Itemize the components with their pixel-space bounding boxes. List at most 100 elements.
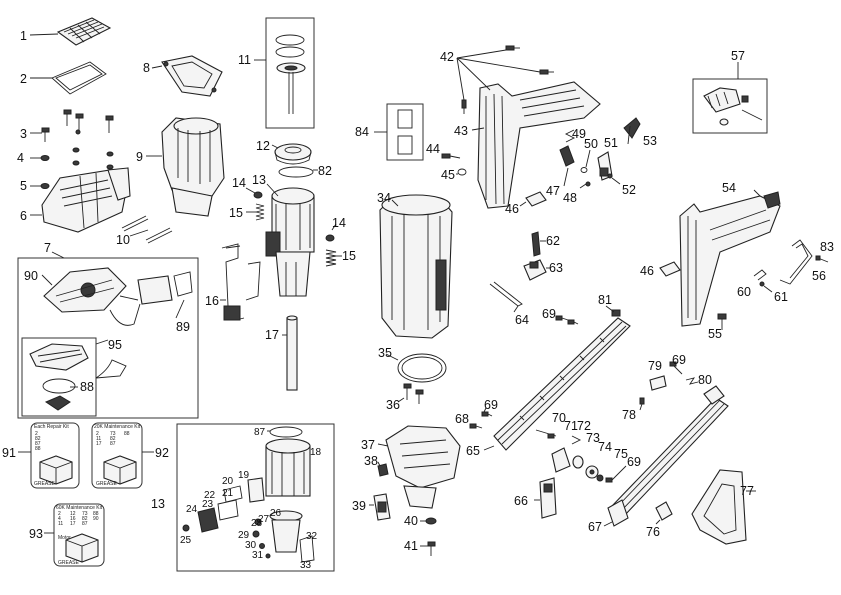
kit-93-code-3: 73 xyxy=(82,511,88,517)
label-39: 39 xyxy=(352,499,366,513)
label-30: 30 xyxy=(245,540,257,551)
part-45-washer xyxy=(456,168,467,176)
part-78-screw xyxy=(639,397,645,411)
label-66: 66 xyxy=(514,494,528,508)
part-67-pusher-rail xyxy=(603,385,729,527)
part-69-screw-d xyxy=(605,465,627,483)
part-47-latch xyxy=(559,145,575,187)
label-74: 74 xyxy=(598,440,612,454)
label-93: 93 xyxy=(29,527,43,541)
part-13-motor-assembly xyxy=(265,183,315,297)
label-29: 29 xyxy=(238,530,250,541)
label-69-a: 69 xyxy=(484,398,498,412)
label-22: 22 xyxy=(204,490,216,501)
label-6: 6 xyxy=(20,209,27,223)
label-54: 54 xyxy=(722,181,736,195)
kit-91-code-3: 87 xyxy=(35,441,41,447)
label-88: 88 xyxy=(80,380,94,394)
label-18: 18 xyxy=(310,447,322,458)
part-95-inner-box xyxy=(21,337,127,417)
leader-90 xyxy=(41,274,53,286)
part-36-screws xyxy=(397,383,424,404)
label-46-top: 46 xyxy=(505,202,519,216)
part-10-pins xyxy=(121,215,173,244)
part-69-screws-a xyxy=(481,407,493,417)
kit-93-code-7: 82 xyxy=(82,516,88,522)
part-14-cap-right xyxy=(325,223,337,242)
part-84-label-card xyxy=(374,103,424,161)
kit-92-code-4: 11 xyxy=(96,436,101,442)
label-68: 68 xyxy=(455,412,469,426)
part-64-wire xyxy=(489,281,523,313)
part-50-washer xyxy=(580,149,591,173)
label-80: 80 xyxy=(698,373,712,387)
part-55-screw xyxy=(717,313,727,330)
part-14-cap-left xyxy=(245,187,263,199)
part-65-magazine xyxy=(483,309,631,451)
label-63: 63 xyxy=(549,261,563,275)
label-90: 90 xyxy=(24,269,38,283)
label-5: 5 xyxy=(20,179,27,193)
part-16-bracket xyxy=(220,243,261,321)
label-15-left: 15 xyxy=(229,206,243,220)
label-3: 3 xyxy=(20,127,27,141)
part-46-pad-top xyxy=(519,191,547,207)
part-66-bracket xyxy=(534,477,557,519)
label-37: 37 xyxy=(361,438,375,452)
label-38: 38 xyxy=(364,454,378,468)
label-19: 19 xyxy=(238,470,250,481)
part-72-spring xyxy=(571,435,582,445)
label-56: 56 xyxy=(812,269,826,283)
part-56-belt-hook xyxy=(779,239,813,285)
label-73: 73 xyxy=(586,431,600,445)
kit-93-code-10: 17 xyxy=(70,521,76,527)
kit-93-code-11: 87 xyxy=(82,521,88,527)
part-68-screw xyxy=(469,423,483,429)
part-41-screw xyxy=(420,541,436,556)
part-11-seal-kit-box xyxy=(254,17,315,129)
kit-93-title: 60K Maintenance Kit xyxy=(56,505,103,511)
part-3-screws xyxy=(30,109,114,142)
label-75: 75 xyxy=(614,447,628,461)
kit-93-motor: Motor xyxy=(58,535,71,541)
kit-92-code-6: 17 xyxy=(96,441,102,447)
kit-92-code-7: 87 xyxy=(110,441,116,447)
label-44: 44 xyxy=(426,142,440,156)
label-67: 67 xyxy=(588,520,602,534)
label-57: 57 xyxy=(731,49,745,63)
label-69-c: 69 xyxy=(672,353,686,367)
part-13-motor-detail-box xyxy=(176,423,335,572)
label-2: 2 xyxy=(20,72,27,86)
label-31: 31 xyxy=(252,550,264,561)
kit-93-code-5: 4 xyxy=(58,516,61,522)
label-91: 91 xyxy=(2,446,16,460)
label-8: 8 xyxy=(143,61,150,75)
part-69-screw-c xyxy=(669,361,683,375)
part-35-ring xyxy=(385,353,447,383)
label-14-left: 14 xyxy=(232,176,246,190)
part-54-handle xyxy=(679,189,781,327)
label-26: 26 xyxy=(270,508,282,519)
label-51: 51 xyxy=(604,136,618,150)
part-71-latch xyxy=(551,447,571,473)
label-11: 11 xyxy=(238,53,251,67)
label-13-box: 13 xyxy=(151,497,165,511)
label-64: 64 xyxy=(515,313,529,327)
part-76-stop xyxy=(655,501,673,525)
label-43: 43 xyxy=(454,124,468,138)
label-50: 50 xyxy=(584,137,598,151)
label-55: 55 xyxy=(708,327,722,341)
part-69-screws-b xyxy=(555,315,579,325)
label-45: 45 xyxy=(441,168,455,182)
label-25: 25 xyxy=(180,535,192,546)
kit-91-code-4: 88 xyxy=(35,446,41,452)
part-80-spring xyxy=(685,377,699,385)
label-49: 49 xyxy=(572,127,586,141)
part-9-cylinder-housing xyxy=(146,117,225,217)
part-15-spring-left xyxy=(246,203,265,221)
kit-92-title: 20K Maintenance Kit xyxy=(94,424,141,430)
part-53-trigger-lever xyxy=(623,117,641,145)
part-37-lower-housing xyxy=(377,425,461,509)
kit-91-code-2: 82 xyxy=(35,436,41,442)
kit-92-code-1: 2 xyxy=(96,431,99,437)
